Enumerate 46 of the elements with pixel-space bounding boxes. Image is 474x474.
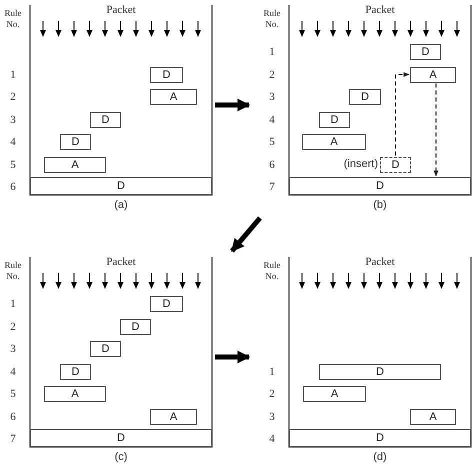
rule-number: 4 — [9, 135, 17, 149]
rule-number: 5 — [9, 158, 17, 172]
panel-label: (d) — [372, 451, 388, 463]
rule-number: 4 — [268, 432, 276, 446]
rule-number: 3 — [9, 112, 17, 126]
rule-number: 6 — [268, 158, 276, 172]
default-rule-bar: D — [30, 177, 212, 195]
arrow — [215, 350, 250, 364]
default-rule-bar: D — [289, 177, 471, 195]
panel-heading: Packet — [105, 4, 137, 16]
column-heading: Rule No. — [4, 260, 22, 282]
rule-number: 3 — [9, 342, 17, 356]
arrow — [434, 83, 438, 177]
rule-number: 7 — [9, 432, 17, 446]
rule-number: 2 — [9, 320, 17, 334]
panel-label: (a) — [113, 199, 129, 211]
column-heading: Rule No. — [262, 260, 282, 282]
panel-heading: Packet — [105, 256, 137, 268]
rule-number: 3 — [268, 90, 276, 104]
panel-heading: Packet — [364, 4, 396, 16]
rule-number: 3 — [268, 410, 276, 424]
rule-number: 2 — [268, 387, 276, 401]
rule-number: 5 — [268, 135, 276, 149]
arrow — [395, 72, 410, 156]
rule-number: 4 — [9, 364, 17, 378]
rule-number: 4 — [268, 112, 276, 126]
column-heading: Rule No. — [262, 8, 282, 30]
panel-label: (b) — [372, 199, 388, 211]
rule-number: 1 — [9, 297, 17, 311]
panel-label: (c) — [114, 451, 128, 463]
arrow — [230, 216, 262, 253]
default-rule-bar: D — [289, 429, 471, 447]
rule-number: 5 — [9, 387, 17, 401]
rule-number: 1 — [268, 45, 276, 59]
rule-number: 7 — [268, 180, 276, 194]
default-rule-bar: D — [30, 429, 212, 447]
note-text: (insert) — [342, 158, 378, 170]
panel-heading: Packet — [364, 256, 396, 268]
rule-number: 1 — [9, 68, 17, 82]
rule-number: 2 — [268, 68, 276, 82]
rule-number: 6 — [9, 180, 17, 194]
arrow — [215, 98, 250, 112]
rule-number: 2 — [9, 90, 17, 104]
column-heading: Rule No. — [4, 8, 22, 30]
rule-number: 1 — [268, 364, 276, 378]
rule-number: 6 — [9, 410, 17, 424]
